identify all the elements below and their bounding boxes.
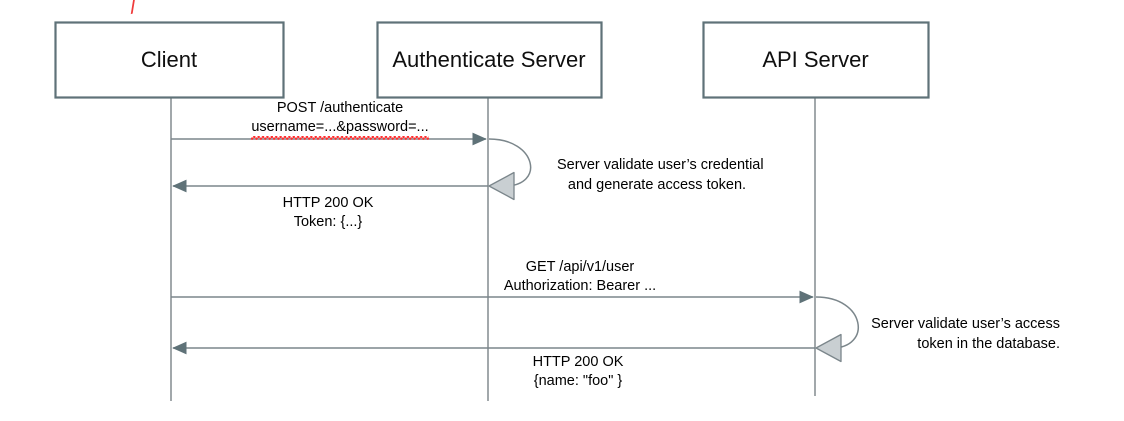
actor-label-api: API Server xyxy=(762,46,869,72)
self-call-note-s1-line1: Server validate user’s credential xyxy=(557,157,764,173)
message-label-m2: HTTP 200 OK Token: {...} xyxy=(178,194,478,232)
self-call-arrowhead-s1 xyxy=(488,171,515,201)
message-label-m2-line2: Token: {...} xyxy=(293,213,363,230)
message-label-m4-line2: {name: "foo" } xyxy=(533,372,623,389)
actor-box-auth[interactable] xyxy=(376,21,603,99)
message-label-m1-line1: POST /authenticate xyxy=(276,100,404,116)
message-label-m4: HTTP 200 OK {name: "foo" } xyxy=(428,353,728,391)
self-call-note-s2: Server validate user’s access token in t… xyxy=(858,315,1060,354)
self-call-arrowhead-s2 xyxy=(815,333,842,363)
spellcheck-underline-icon xyxy=(251,135,429,140)
actor-label-client: Client xyxy=(140,46,198,72)
self-call-loop-s2[interactable] xyxy=(815,296,859,349)
actor-box-client[interactable] xyxy=(54,21,285,99)
message-label-m1-line2-text: username=...&password=... xyxy=(251,118,429,135)
self-call-note-s1-line2: and generate access token. xyxy=(567,176,747,193)
actor-box-api[interactable] xyxy=(702,21,930,99)
message-label-m3-line1: GET /api/v1/user xyxy=(525,259,635,275)
lifelines xyxy=(170,97,816,401)
message-label-m4-line1: HTTP 200 OK xyxy=(532,354,624,370)
message-label-m3: GET /api/v1/user Authorization: Bearer .… xyxy=(430,258,730,296)
message-label-m2-line1: HTTP 200 OK xyxy=(282,195,374,211)
message-label-m3-line2: Authorization: Bearer ... xyxy=(503,277,657,294)
self-call-loops xyxy=(488,138,859,363)
actor-label-auth: Authenticate Server xyxy=(392,46,586,72)
self-call-note-s2-line1: Server validate user’s access xyxy=(871,316,1060,332)
self-call-loop-s1[interactable] xyxy=(488,138,532,187)
self-call-note-s2-line2: token in the database. xyxy=(917,335,1060,352)
actor-boxes xyxy=(54,21,930,99)
message-label-m1-line2: username=...&password=... xyxy=(190,118,490,140)
self-call-note-s1: Server validate user’s credential and ge… xyxy=(557,156,764,195)
message-label-m1: POST /authenticate username=...&password… xyxy=(190,99,490,140)
